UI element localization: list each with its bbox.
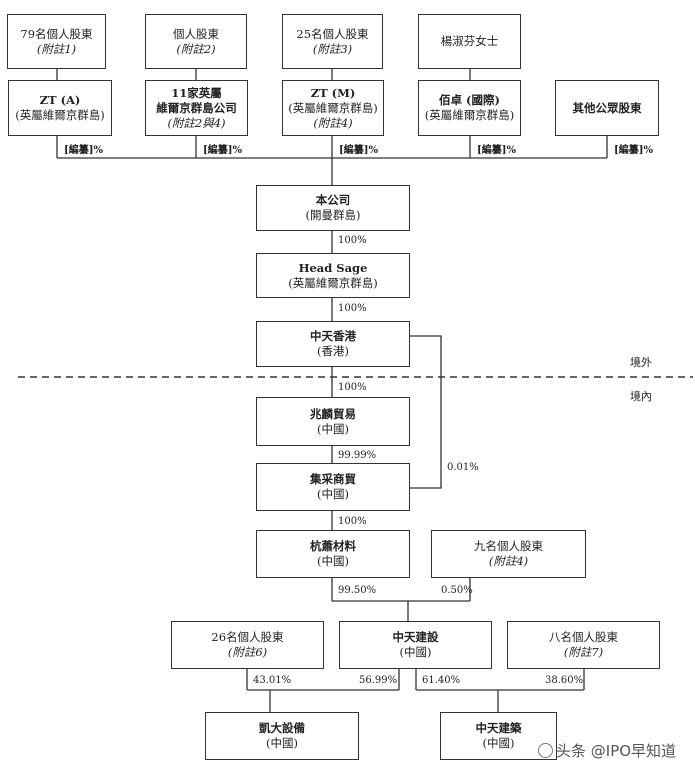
individual-shareholders-note: (附註2) bbox=[176, 41, 216, 56]
pct-hangxiao-ztjs: 99.50% bbox=[338, 585, 377, 596]
nine-shareholders-note: (附註4) bbox=[488, 554, 529, 568]
bvi-companies-name-2: 維爾京群島公司 bbox=[156, 100, 237, 115]
shareholders-25-box: 25名個人股東 (附註3) bbox=[282, 14, 383, 69]
zhaolin-box: 兆麟貿易 (中國) bbox=[256, 397, 410, 446]
hangxiao-place: (中國) bbox=[317, 554, 349, 568]
baizhuo-name: 佰卓 (國際) bbox=[439, 93, 500, 107]
bvi-companies-name-1: 11家英屬 bbox=[171, 85, 222, 100]
ms-yang-label: 楊淑芬女士 bbox=[440, 34, 499, 48]
pct-public: [編纂]% bbox=[614, 145, 653, 156]
shareholders-25-label: 25名個人股東 bbox=[296, 26, 369, 41]
company-name: 本公司 bbox=[315, 193, 351, 207]
pct-zt-m: [編纂]% bbox=[339, 145, 378, 156]
zthk-box: 中天香港 (香港) bbox=[256, 321, 410, 367]
bvi-companies-note: (附註2與4) bbox=[167, 115, 226, 130]
baizhuo-place: (英屬維爾京群島) bbox=[424, 108, 515, 122]
watermark: 头条 @IPO早知道 bbox=[538, 740, 676, 761]
zt-m-name: ZT (M) bbox=[310, 85, 356, 100]
hangxiao-name: 杭蕭材料 bbox=[310, 539, 356, 553]
zt-m-box: ZT (M) (英屬維爾京群島) (附註4) bbox=[282, 80, 384, 136]
pct-zt-a: [編纂]% bbox=[64, 145, 103, 156]
shareholders-79-label: 79名個人股東 bbox=[20, 26, 93, 41]
kaida-place: (中國) bbox=[266, 736, 298, 750]
zt-a-box: ZT (A) (英屬維爾京群島) bbox=[8, 80, 112, 136]
headsage-name: Head Sage bbox=[298, 260, 368, 275]
eight-shareholders-note: (附註7) bbox=[563, 645, 604, 659]
pct-eight-ztjz: 38.60% bbox=[545, 675, 584, 686]
ztjs-box: 中天建設 (中國) bbox=[339, 621, 492, 669]
individual-shareholders-box: 個人股東 (附註2) bbox=[145, 14, 247, 69]
region-onshore: 境內 bbox=[630, 390, 652, 403]
watermark-text: 头条 @IPO早知道 bbox=[556, 742, 677, 760]
zt-m-note: (附註4) bbox=[313, 115, 353, 130]
ms-yang-box: 楊淑芬女士 bbox=[418, 14, 521, 69]
shareholders-25-note: (附註3) bbox=[312, 41, 353, 56]
watermark-logo-icon bbox=[538, 743, 553, 758]
individual-shareholders-label: 個人股東 bbox=[173, 26, 219, 41]
zt-m-place: (英屬維爾京群島) bbox=[288, 100, 378, 115]
ztjz-place: (中國) bbox=[482, 736, 515, 750]
pct-ztjs-kaida: 56.99% bbox=[359, 675, 398, 686]
zhaolin-place: (中國) bbox=[317, 421, 349, 436]
eight-shareholders-label: 八名個人股東 bbox=[549, 630, 618, 644]
shareholders-79-box: 79名個人股東 (附註1) bbox=[7, 14, 106, 69]
ztjs-place: (中國) bbox=[399, 645, 432, 659]
pct-company-headsage: 100% bbox=[338, 235, 367, 246]
pct-zthk-zhaolin: 100% bbox=[338, 382, 367, 393]
shareholders-26-box: 26名個人股東 (附註6) bbox=[171, 621, 324, 669]
nine-shareholders-label: 九名個人股東 bbox=[474, 539, 543, 553]
zt-a-name: ZT (A) bbox=[39, 93, 81, 107]
zt-a-place: (英屬維爾京群島) bbox=[15, 108, 105, 122]
kaida-box: 凱大設備 (中國) bbox=[205, 712, 359, 760]
jicai-place: (中國) bbox=[317, 487, 349, 501]
hangxiao-box: 杭蕭材料 (中國) bbox=[256, 530, 410, 578]
public-shareholders-name: 其他公眾股東 bbox=[572, 100, 642, 115]
zhaolin-name: 兆麟貿易 bbox=[310, 406, 356, 421]
pct-nine-ztjs: 0.50% bbox=[441, 585, 473, 596]
headsage-box: Head Sage (英屬維爾京群島) bbox=[256, 253, 410, 298]
shareholders-26-label: 26名個人股東 bbox=[211, 630, 284, 644]
eight-shareholders-box: 八名個人股東 (附註7) bbox=[507, 621, 660, 669]
company-box: 本公司 (開曼群島) bbox=[256, 185, 410, 231]
pct-s26-kaida: 43.01% bbox=[253, 675, 292, 686]
company-place: (開曼群島) bbox=[305, 208, 361, 222]
headsage-place: (英屬維爾京群島) bbox=[288, 275, 378, 290]
shareholders-26-note: (附註6) bbox=[227, 645, 268, 659]
region-offshore: 境外 bbox=[630, 356, 652, 369]
pct-zthk-jicai: 0.01% bbox=[447, 462, 479, 473]
pct-jicai-hangxiao: 100% bbox=[338, 516, 367, 527]
pct-headsage-zthk: 100% bbox=[338, 303, 367, 314]
public-shareholders-box: 其他公眾股東 bbox=[555, 80, 659, 136]
ztjs-name: 中天建設 bbox=[392, 630, 439, 644]
zthk-place: (香港) bbox=[317, 344, 349, 358]
shareholders-79-note: (附註1) bbox=[36, 41, 77, 56]
bvi-companies-box: 11家英屬 維爾京群島公司 (附註2與4) bbox=[145, 80, 248, 136]
pct-zhaolin-jicai: 99.99% bbox=[338, 450, 377, 461]
jicai-name: 集采商貿 bbox=[310, 472, 356, 486]
pct-baizhuo: [編纂]% bbox=[477, 145, 516, 156]
nine-shareholders-box: 九名個人股東 (附註4) bbox=[431, 530, 586, 578]
pct-bvi-companies: [編纂]% bbox=[203, 145, 242, 156]
baizhuo-box: 佰卓 (國際) (英屬維爾京群島) bbox=[418, 80, 521, 136]
ztjz-box: 中天建築 (中國) bbox=[440, 712, 557, 760]
jicai-box: 集采商貿 (中國) bbox=[256, 463, 410, 511]
pct-ztjs-ztjz: 61.40% bbox=[422, 675, 461, 686]
zthk-name: 中天香港 bbox=[310, 329, 356, 343]
ztjz-name: 中天建築 bbox=[475, 721, 522, 735]
kaida-name: 凱大設備 bbox=[259, 721, 305, 735]
